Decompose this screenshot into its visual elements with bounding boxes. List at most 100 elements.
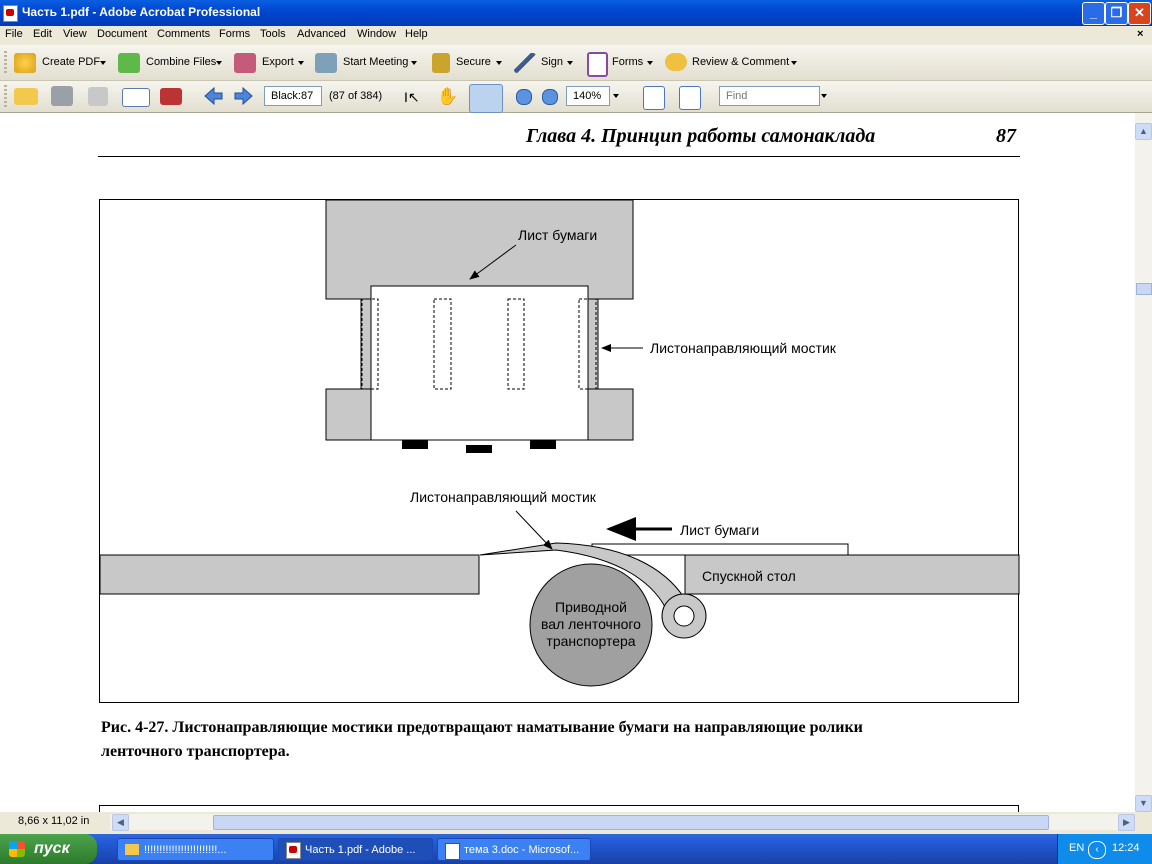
caption-prefix: Рис. 4-27. bbox=[101, 719, 169, 736]
menu-comments[interactable]: Comments bbox=[157, 28, 211, 40]
vertical-scroll-thumb[interactable] bbox=[1136, 283, 1152, 295]
zoom-out-icon[interactable] bbox=[516, 89, 532, 105]
word-icon bbox=[445, 843, 460, 860]
pen-icon bbox=[514, 53, 536, 73]
scroll-down-icon[interactable]: ▼ bbox=[1135, 795, 1152, 812]
toolbar-grip[interactable] bbox=[4, 51, 7, 73]
menu-view[interactable]: View bbox=[63, 28, 87, 40]
next-figure-frame bbox=[99, 805, 1019, 812]
roller-label-line2: вал ленточного bbox=[541, 616, 641, 632]
arrow-sheet-top bbox=[469, 244, 517, 280]
find-dropdown-chevron-icon[interactable] bbox=[821, 94, 827, 98]
paper-sheet-side-view bbox=[591, 543, 849, 556]
taskbar-item-acrobat[interactable]: Часть 1.pdf - Adobe ... bbox=[278, 838, 433, 861]
page-count-label: (87 of 384) bbox=[329, 90, 383, 102]
fit-page-icon[interactable] bbox=[679, 86, 701, 110]
maximize-button[interactable]: ❐ bbox=[1105, 2, 1128, 25]
combine-files-icon bbox=[118, 53, 140, 73]
header-rule bbox=[98, 156, 1020, 157]
menu-window[interactable]: Window bbox=[357, 28, 397, 40]
create-pdf-icon bbox=[14, 53, 36, 73]
menu-bar: File Edit View Document Comments Forms T… bbox=[0, 26, 1152, 45]
scroll-right-icon[interactable]: ▶ bbox=[1118, 814, 1135, 831]
top-block bbox=[325, 199, 634, 300]
paper-sheet-top-view bbox=[370, 285, 589, 441]
chevron-down-icon bbox=[100, 61, 106, 65]
zoom-in-icon[interactable] bbox=[542, 89, 558, 105]
zoom-level-field[interactable]: 140% bbox=[566, 86, 610, 106]
label-sheet-bottom: Лист бумаги bbox=[680, 522, 760, 538]
export-label: Export bbox=[262, 56, 294, 68]
horizontal-scroll-thumb[interactable] bbox=[213, 815, 1049, 830]
taskbar-item-word[interactable]: тема 3.doc - Microsof... bbox=[437, 838, 591, 861]
menu-file[interactable]: File bbox=[5, 28, 23, 40]
scroll-left-icon[interactable]: ◀ bbox=[112, 814, 129, 831]
start-button[interactable]: пуск bbox=[0, 834, 97, 864]
select-text-icon[interactable]: I↖ bbox=[404, 89, 420, 105]
menu-forms[interactable]: Forms bbox=[219, 28, 251, 40]
delivery-table bbox=[684, 554, 1020, 595]
chevron-down-icon bbox=[496, 61, 502, 65]
roller-label-line3: транспортера bbox=[546, 633, 636, 649]
taskbar-item-label: !!!!!!!!!!!!!!!!!!!!!!!!... bbox=[144, 844, 227, 856]
menu-tools[interactable]: Tools bbox=[260, 28, 286, 40]
hand-tool-icon[interactable]: ✋ bbox=[437, 87, 459, 106]
minimize-button[interactable]: _ bbox=[1082, 2, 1105, 25]
document-close-icon[interactable]: × bbox=[1137, 28, 1144, 40]
folder-icon bbox=[125, 844, 139, 855]
toolbar-grip[interactable] bbox=[4, 85, 7, 107]
pdf-app-icon[interactable] bbox=[3, 5, 18, 22]
label-delivery-table: Спускной стол bbox=[702, 568, 796, 584]
secure-label: Secure bbox=[456, 56, 491, 68]
print-icon[interactable] bbox=[51, 86, 73, 106]
roller-label: Приводной вал ленточного транспортера bbox=[522, 599, 660, 650]
page-number-field[interactable]: Black:87 bbox=[264, 86, 322, 106]
start-meeting-label: Start Meeting bbox=[343, 56, 409, 68]
sign-label: Sign bbox=[541, 56, 564, 68]
meeting-icon bbox=[315, 53, 337, 73]
pdf-icon bbox=[286, 842, 301, 859]
menu-edit[interactable]: Edit bbox=[33, 28, 52, 40]
menu-help[interactable]: Help bbox=[405, 28, 428, 40]
page-header-title: Глава 4. Принцип работы самонаклада bbox=[526, 125, 876, 147]
menu-advanced[interactable]: Advanced bbox=[297, 28, 346, 40]
email-icon[interactable] bbox=[122, 88, 150, 107]
small-roller-hub bbox=[673, 605, 695, 627]
chevron-down-icon bbox=[567, 61, 573, 65]
forms-label: Forms bbox=[612, 56, 644, 68]
roller-label-line1: Приводной bbox=[555, 599, 627, 615]
fit-width-icon[interactable] bbox=[643, 86, 665, 110]
arrow-bridge-bottom bbox=[515, 510, 553, 550]
document-view[interactable]: Глава 4. Принцип работы самонаклада 87 bbox=[0, 113, 1135, 812]
vertical-scrollbar[interactable]: ▲ ▼ bbox=[1135, 113, 1152, 812]
menu-document[interactable]: Document bbox=[97, 28, 148, 40]
save-icon[interactable] bbox=[88, 87, 108, 106]
previous-page-icon[interactable] bbox=[203, 86, 223, 106]
tray-expand-icon[interactable]: ‹ bbox=[1088, 841, 1106, 859]
tab-mark bbox=[402, 440, 428, 449]
scroll-up-icon[interactable]: ▲ bbox=[1135, 123, 1152, 140]
chevron-down-icon bbox=[791, 61, 797, 65]
combine-files-label: Combine Files bbox=[146, 56, 217, 68]
bridge-outline bbox=[507, 298, 525, 390]
taskbar-item-label: тема 3.doc - Microsof... bbox=[464, 844, 580, 856]
figure-diagram bbox=[99, 199, 1020, 687]
window-title: Часть 1.pdf - Adobe Acrobat Professional bbox=[22, 5, 261, 19]
taskbar-item-folder[interactable]: !!!!!!!!!!!!!!!!!!!!!!!!... bbox=[117, 838, 274, 861]
page-size-label: 8,66 x 11,02 in bbox=[18, 815, 90, 827]
open-folder-icon[interactable] bbox=[14, 88, 38, 105]
comment-bubble-icon bbox=[665, 53, 687, 71]
organizer-icon[interactable] bbox=[160, 88, 182, 105]
tasks-toolbar: Create PDF Combine Files Export Start Me… bbox=[0, 45, 1152, 81]
horizontal-scrollbar[interactable]: ◀ ▶ bbox=[110, 814, 1135, 831]
close-button[interactable]: ✕ bbox=[1128, 2, 1151, 25]
zoom-dropdown-chevron-icon[interactable] bbox=[613, 94, 619, 98]
language-indicator[interactable]: EN bbox=[1069, 842, 1085, 854]
next-page-icon[interactable] bbox=[234, 86, 254, 106]
start-label: пуск bbox=[34, 840, 70, 857]
page-header-number: 87 bbox=[996, 125, 1016, 147]
find-input[interactable] bbox=[719, 86, 820, 106]
chevron-down-icon bbox=[411, 61, 417, 65]
zoom-tool-icon[interactable] bbox=[469, 84, 503, 113]
forms-icon bbox=[587, 52, 608, 77]
